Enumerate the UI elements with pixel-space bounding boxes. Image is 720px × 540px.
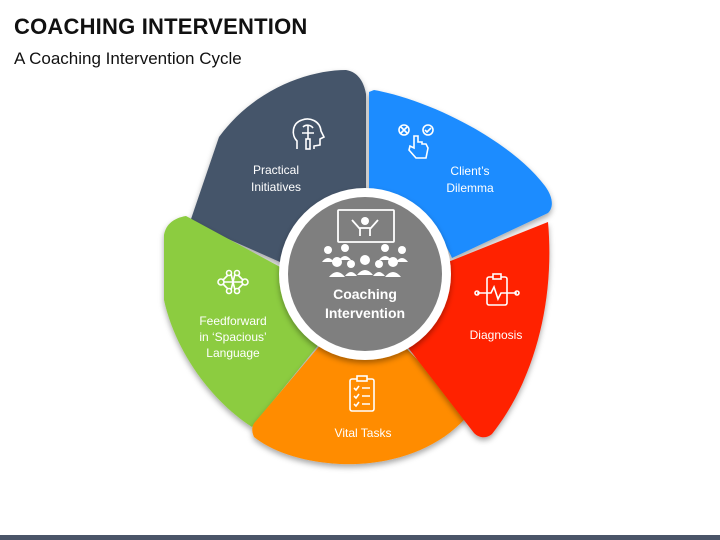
center-label-line1: Coaching xyxy=(333,286,397,302)
clipboard-pulse-icon xyxy=(474,273,520,306)
center-hub: Coaching Intervention xyxy=(279,188,451,360)
page-title: COACHING INTERVENTION xyxy=(14,14,308,39)
segment-practical-label-line1: Practical xyxy=(253,163,299,177)
segment-vital-label: Vital Tasks xyxy=(335,426,392,440)
checklist-icon xyxy=(349,375,375,412)
brain-head-icon xyxy=(292,118,326,150)
segment-diagnosis-shape xyxy=(406,222,550,438)
center-label-line2: Intervention xyxy=(325,305,405,321)
segment-dilemma-label-line2: Dilemma xyxy=(446,181,494,195)
page-subtitle: A Coaching Intervention Cycle xyxy=(14,49,242,68)
segment-vital-shape xyxy=(252,343,470,465)
segment-dilemma-label-line1: Client’s xyxy=(450,164,489,178)
presentation-audience-icon xyxy=(322,209,408,277)
network-icon xyxy=(217,269,249,295)
footer-bar xyxy=(0,535,720,540)
segment-vital-tasks: Vital Tasks xyxy=(252,343,470,465)
segment-practical-label-line2: Initiatives xyxy=(251,180,301,194)
choice-hand-icon xyxy=(398,124,434,159)
segment-feedforward-label-line3: Language xyxy=(206,346,260,360)
segment-diagnosis: Diagnosis xyxy=(406,222,550,438)
segment-feedforward-label-line2: in ‘Spacious’ xyxy=(199,330,266,344)
segment-feedforward-label-line1: Feedforward xyxy=(199,314,266,328)
segment-diagnosis-label: Diagnosis xyxy=(470,328,523,342)
